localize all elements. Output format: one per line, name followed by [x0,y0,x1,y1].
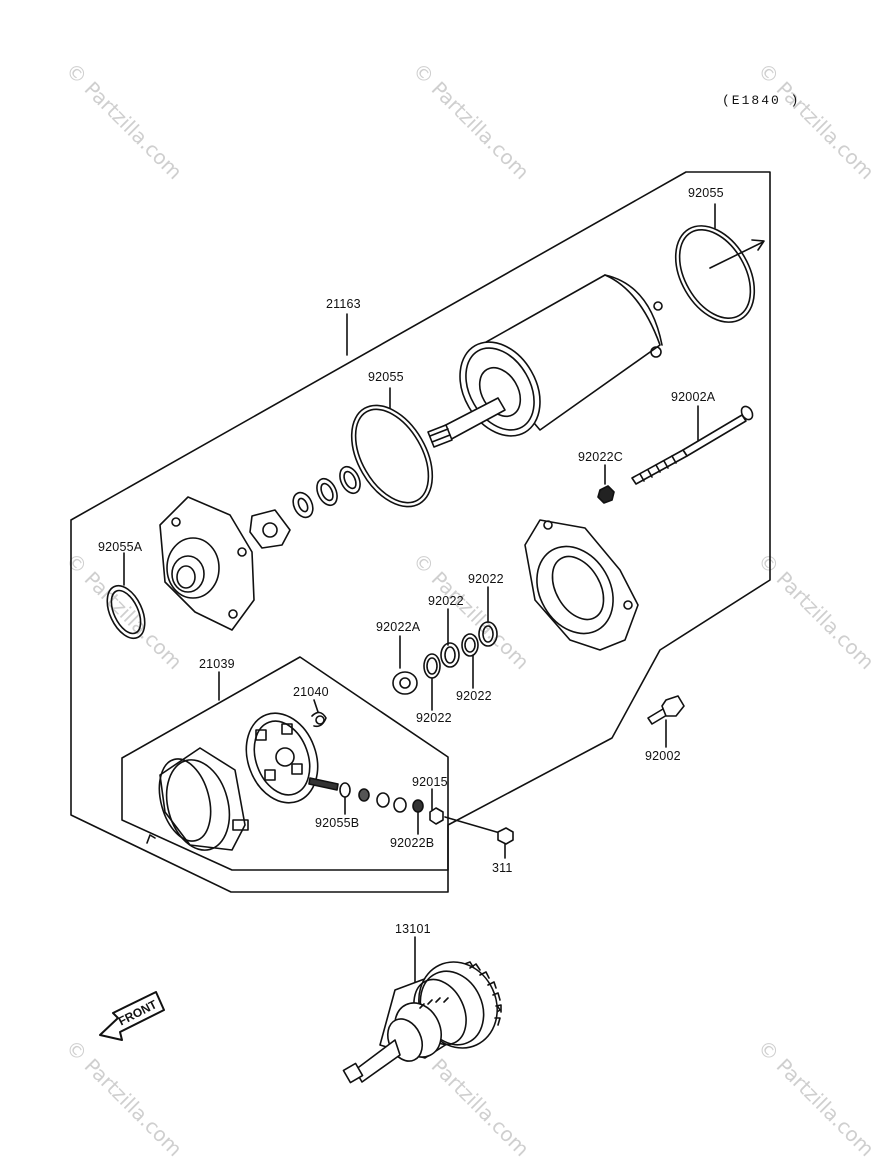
washer [320,482,334,502]
thread-mark [671,455,677,464]
arrow-head [146,834,156,844]
part-label-92055b[interactable]: 92055B [315,816,360,830]
through-bolt-thread [631,449,688,485]
washer [297,497,309,513]
part-label-92022c[interactable]: 92022C [578,450,623,464]
washer-92022 [423,653,441,679]
part-label-21163[interactable]: 21163 [326,297,361,311]
washer-92022a [392,671,418,695]
part-label-92022-b[interactable]: 92022 [428,594,464,608]
washer [292,491,314,519]
washer [343,470,357,490]
terminal-bolt [308,777,339,791]
arrow-head [751,239,765,251]
part-label-21040[interactable]: 21040 [293,685,329,699]
part-label-92022-d[interactable]: 92022 [416,711,452,725]
starter-clutch [342,961,502,1084]
washer-92022 [461,633,479,657]
arrow-line [709,241,764,269]
washer [393,797,407,813]
washer-92055b [339,782,351,798]
washer-92022b [412,799,424,813]
lock-plate-hole [262,522,278,538]
washer-hole [464,637,476,653]
part-label-92022-c[interactable]: 92022 [456,689,492,703]
brush-plate [245,712,319,804]
o-ring-rear-inner [678,229,752,319]
washer [358,788,370,802]
brush-housing [158,747,249,851]
o-ring-front [350,404,434,508]
nut-92022c [597,485,615,504]
washer-hole [426,657,438,675]
part-label-92055-front[interactable]: 92055 [368,370,404,384]
leader-line [313,699,319,713]
front-cover [159,496,255,631]
bolt-92002-head [661,695,685,717]
front-arrow [99,991,165,1041]
washer [316,477,338,507]
part-label-92022-a[interactable]: 92022 [468,572,504,586]
nut-92015 [429,807,444,825]
assembly-boundary-inner [121,656,449,871]
part-label-92002[interactable]: 92002 [645,749,681,763]
motor-yoke [427,274,663,448]
part-label-92022a[interactable]: 92022A [376,620,421,634]
rear-cover [524,519,639,651]
part-label-92002a[interactable]: 92002A [671,390,716,404]
thread-mark [647,469,653,478]
thread-mark [639,473,645,482]
lock-plate [249,509,291,549]
brush-spring-ring [315,715,325,725]
assembly-boundary-outer [70,171,771,893]
part-label-21039[interactable]: 21039 [199,657,235,671]
o-ring-92055a-inner [110,589,142,635]
bolt-axis-line [444,816,501,834]
washer-hole [399,677,411,689]
washer-hole [482,625,494,643]
part-label-311[interactable]: 311 [492,861,513,875]
o-ring-92055a [106,584,146,640]
part-label-92055a[interactable]: 92055A [98,540,143,554]
through-bolt-head [740,405,754,421]
through-bolt [682,414,747,457]
nut-311 [497,827,514,845]
diagram-code: (E1840 ) [722,93,801,108]
thread-mark [655,464,661,473]
washer [376,792,390,808]
washer-92022 [440,642,460,668]
o-ring-rear [674,225,756,323]
washer-92022 [478,621,498,647]
part-label-92055-rear[interactable]: 92055 [688,186,724,200]
part-label-92022b[interactable]: 92022B [390,836,435,850]
o-ring-front-inner [354,408,430,504]
part-label-13101[interactable]: 13101 [395,922,431,936]
washer-hole [444,646,456,664]
part-label-92015[interactable]: 92015 [412,775,448,789]
washer [339,465,361,495]
thread-mark [663,460,669,469]
